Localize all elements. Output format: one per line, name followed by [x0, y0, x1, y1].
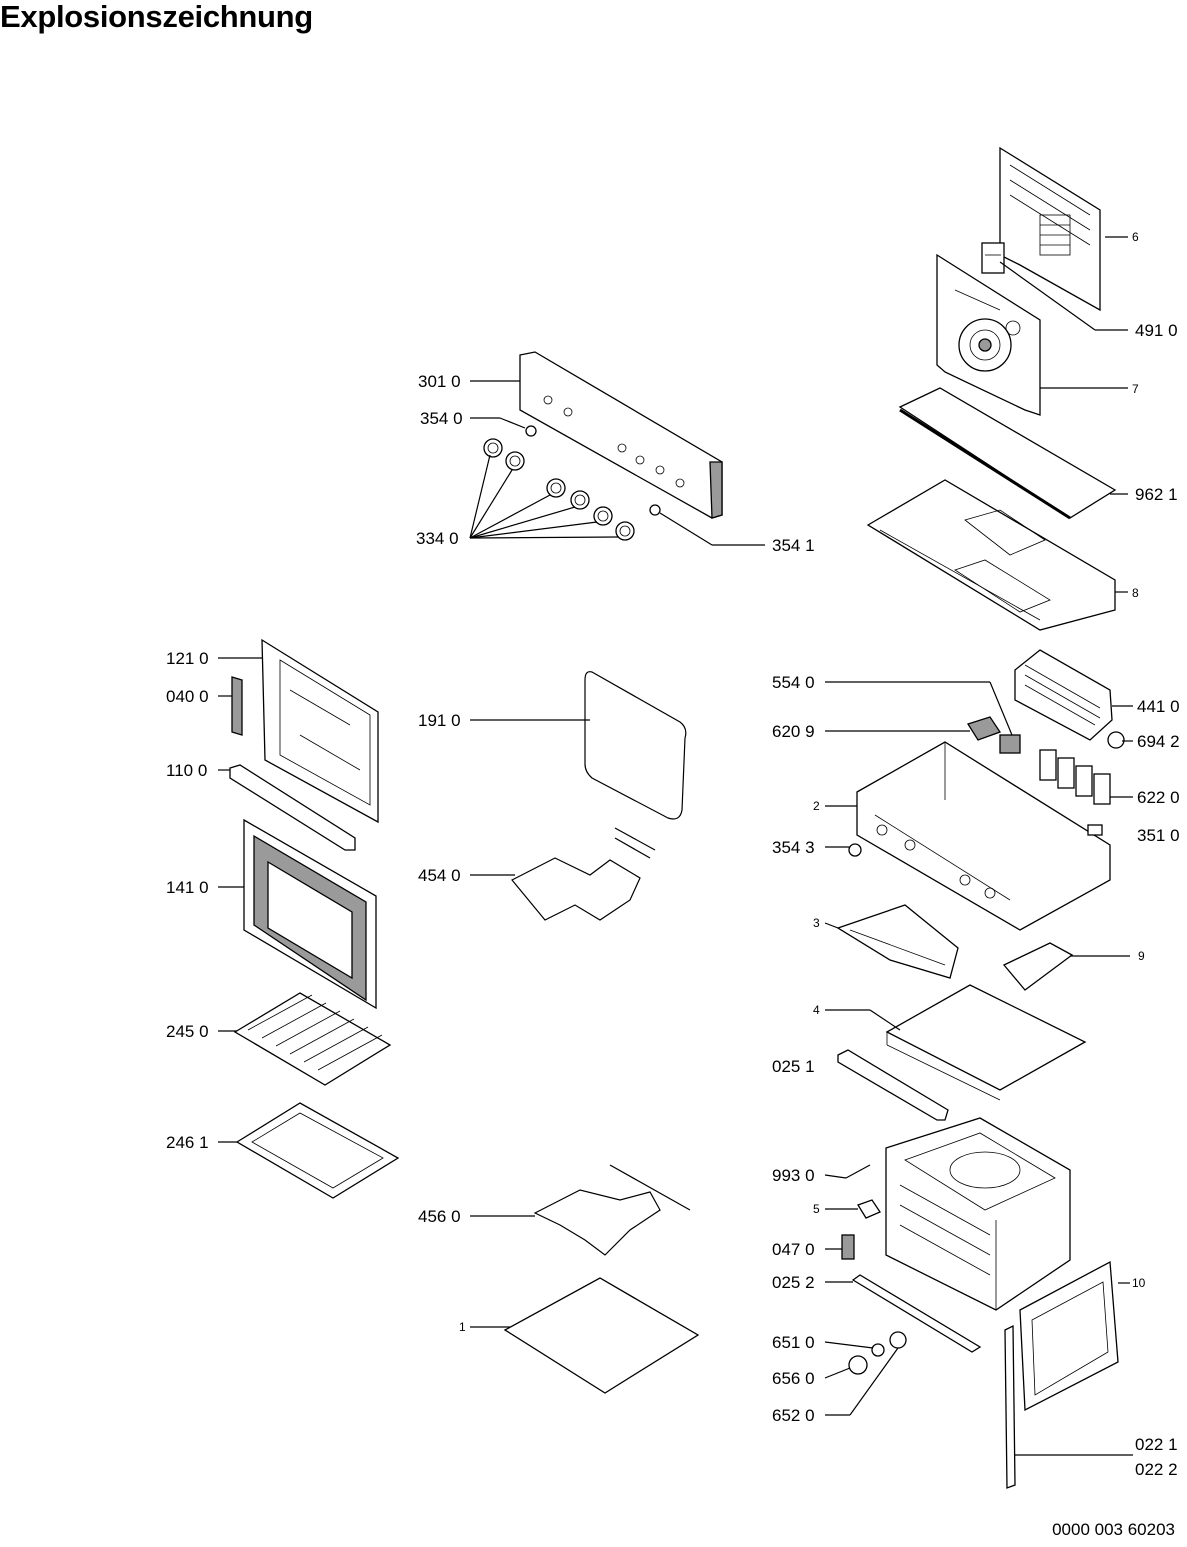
part-354-1-lamp [649, 504, 661, 516]
part-9-cover [1002, 942, 1074, 991]
label-p3340: 334 0 [416, 529, 459, 548]
label-p6: 6 [1132, 230, 1139, 244]
label-p0251: 025 1 [772, 1057, 815, 1076]
label-p5540: 554 0 [772, 673, 815, 692]
part-491-0-bracket [981, 242, 1005, 274]
part-3-bracket [836, 904, 959, 979]
label-p4540: 454 0 [418, 866, 461, 885]
label-p6560: 656 0 [772, 1369, 815, 1388]
label-p9: 9 [1138, 949, 1145, 963]
leader-lines [218, 236, 1133, 1456]
label-p6520: 652 0 [772, 1406, 815, 1425]
label-p2: 2 [813, 799, 820, 813]
part-047-0-block [841, 1234, 855, 1260]
part-110-0-handle [229, 764, 356, 851]
label-p1: 1 [459, 1320, 466, 1334]
label-p8: 8 [1132, 586, 1139, 600]
label-p6510: 651 0 [772, 1333, 815, 1352]
part-334-0-knobs [483, 438, 635, 541]
part-301-0-control-panel [519, 351, 723, 519]
label-p6220: 622 0 [1137, 788, 1180, 807]
label-p3010: 301 0 [418, 372, 461, 391]
label-p9621: 962 1 [1135, 485, 1178, 504]
part-454-0-upper-element [511, 827, 656, 921]
document-number: 0000 003 60203 [1052, 1520, 1175, 1539]
part-5-clip [857, 1199, 881, 1219]
label-p0252: 025 2 [772, 1273, 815, 1292]
label-p3543: 354 3 [772, 838, 815, 857]
part-993-0-screw [845, 1164, 871, 1179]
part-rear-panel [999, 146, 1101, 312]
label-p7: 7 [1132, 382, 1139, 396]
label-p5: 5 [813, 1202, 820, 1216]
part-10-side-panel [1019, 1260, 1119, 1412]
part-245-0-rack [233, 992, 392, 1086]
label-p2450: 245 0 [166, 1022, 209, 1041]
label-p0400: 040 0 [166, 687, 209, 706]
part-354-0-lamp [525, 425, 537, 437]
part-1-bottom-plate [503, 1277, 700, 1394]
label-p1910: 191 0 [418, 711, 461, 730]
part-oven-cavity [885, 1117, 1071, 1311]
part-191-0-gasket [584, 671, 687, 820]
label-p3510: 351 0 [1137, 826, 1180, 845]
label-p4910: 491 0 [1135, 321, 1178, 340]
part-656-0-knob [848, 1355, 868, 1375]
part-top-plate [866, 479, 1116, 631]
part-620-9-terminal [967, 716, 1001, 741]
part-441-0-fan [1014, 649, 1113, 741]
label-p10: 10 [1132, 1276, 1146, 1290]
label-p6209: 620 9 [772, 722, 815, 741]
label-p3541: 354 1 [772, 536, 815, 555]
part-025-1-rail [837, 1049, 949, 1121]
label-p9930: 993 0 [772, 1166, 815, 1185]
part-4-shelf-plate [885, 984, 1087, 1101]
part-025-2-rail [851, 1274, 982, 1353]
label-p4410: 441 0 [1137, 697, 1180, 716]
label-p0470: 047 0 [772, 1240, 815, 1259]
label-p1100: 110 0 [166, 761, 207, 780]
part-2-control-housing [856, 741, 1111, 931]
part-351-0-lampholder [1087, 824, 1103, 836]
part-694-2-bulb [1107, 731, 1125, 749]
part-fan-cover [936, 253, 1041, 416]
part-651-0-holder [871, 1343, 885, 1357]
part-354-3-lamp [848, 843, 862, 857]
part-246-1-tray [235, 1102, 400, 1199]
part-022-rail-vertical [1004, 1324, 1016, 1489]
label-p1210: 121 0 [166, 649, 209, 668]
part-652-0-socket [889, 1331, 907, 1349]
label-p1410: 141 0 [166, 878, 209, 897]
part-456-0-lower-element [533, 1164, 691, 1256]
label-p2461: 246 1 [166, 1133, 209, 1152]
part-labels: 6 491 0 7 962 1 8 301 0 354 0 334 0 354 … [166, 230, 1180, 1479]
part-554-0-thermostat [999, 734, 1021, 754]
label-p3: 3 [813, 916, 820, 930]
label-p4560: 456 0 [418, 1207, 461, 1226]
label-p3540: 354 0 [420, 409, 463, 428]
part-962-1-insulation [898, 387, 1117, 520]
label-p0222: 022 2 [1135, 1460, 1178, 1479]
part-040-0-hinge [231, 676, 243, 736]
label-p0221: 022 1 [1135, 1435, 1178, 1454]
label-p4: 4 [813, 1003, 820, 1017]
label-p6942: 694 2 [1137, 732, 1180, 751]
page-title: Explosionszeichnung [0, 0, 313, 34]
part-141-0-door-glass [243, 818, 377, 1010]
part-622-0-switches [1039, 749, 1111, 805]
part-121-0-door-inner [261, 638, 379, 824]
